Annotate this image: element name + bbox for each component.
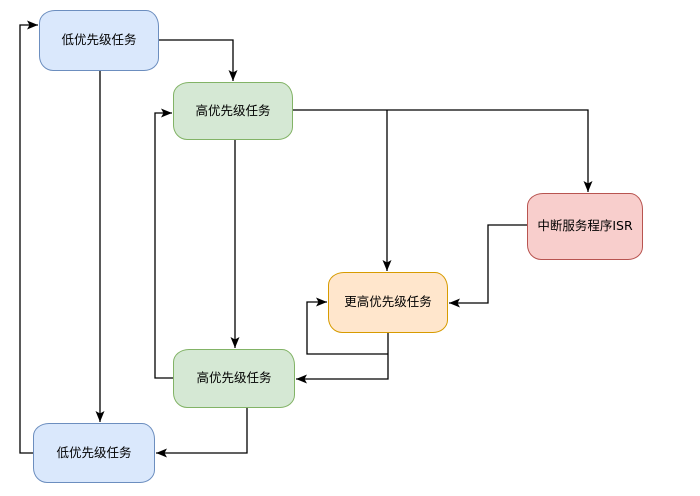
node-high-priority-task-upper: 高优先级任务 <box>173 82 293 140</box>
node-low-priority-task-bottom: 低优先级任务 <box>33 423 155 483</box>
node-label: 低优先级任务 <box>61 32 137 48</box>
node-high-priority-task-lower: 高优先级任务 <box>173 349 295 408</box>
edge-high-task-lower-to-high-task-upper <box>154 108 173 379</box>
node-label: 高优先级任务 <box>195 102 271 118</box>
node-higher-priority-task: 更高优先级任务 <box>328 272 448 333</box>
edge-higher-task-to-higher-task <box>306 297 388 355</box>
edge-high-task-lower-to-low-task-bottom <box>156 408 248 458</box>
node-interrupt-service-routine: 中断服务程序ISR <box>527 193 643 260</box>
edge-higher-task-to-high-task-lower <box>296 333 389 384</box>
node-label: 更高优先级任务 <box>344 294 432 310</box>
node-low-priority-task-top: 低优先级任务 <box>39 10 159 71</box>
edge-low-task-top-to-high-task-upper <box>159 39 238 81</box>
edge-low-task-bottom-to-low-task-top <box>19 20 38 454</box>
node-label: 中断服务程序ISR <box>537 218 633 234</box>
node-label: 低优先级任务 <box>56 444 132 460</box>
edge-isr-to-higher-task <box>449 224 527 308</box>
node-label: 高优先级任务 <box>196 370 272 386</box>
edge-high-task-upper-to-isr <box>293 109 593 192</box>
